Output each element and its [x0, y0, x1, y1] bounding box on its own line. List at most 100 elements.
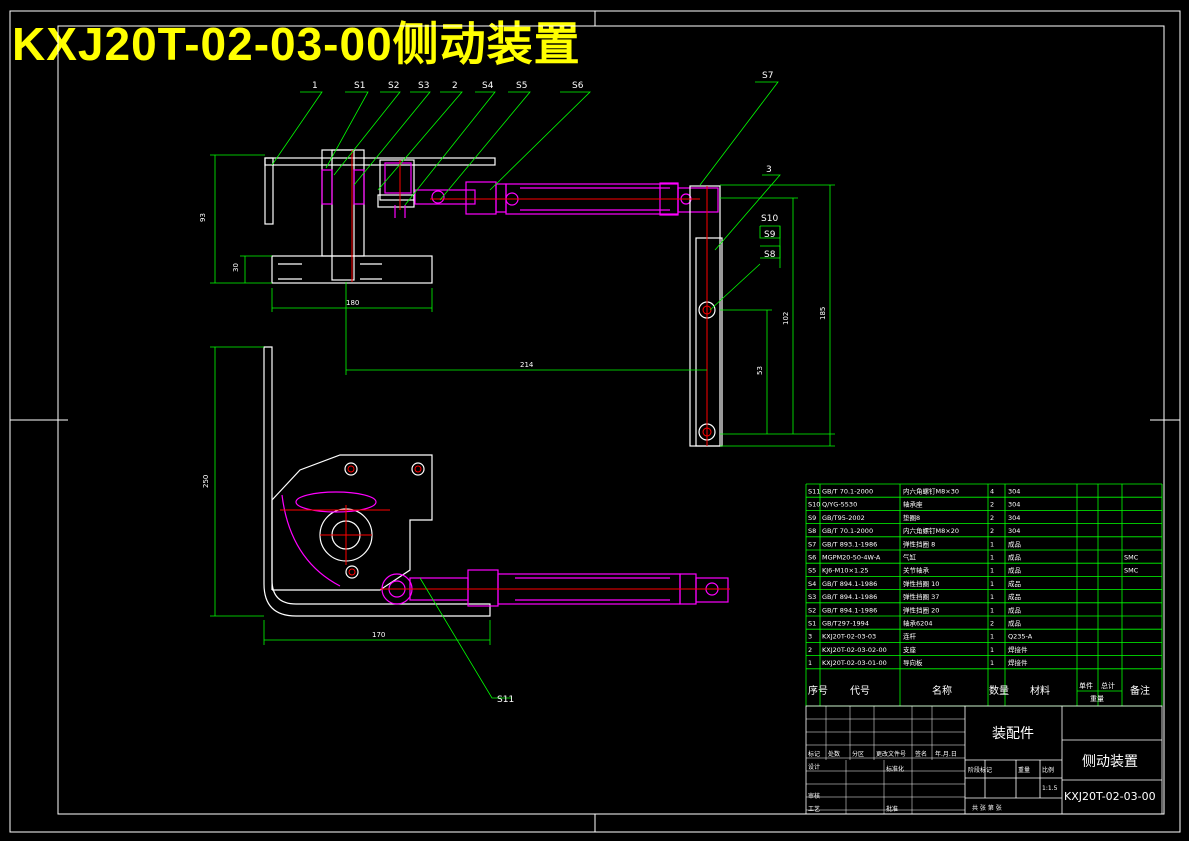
bom-cell-name: 内六角螺钉M8×30 [903, 487, 959, 496]
bom-cell-name: 支座 [903, 645, 917, 654]
bom-header-material: 材料 [1030, 684, 1050, 697]
bom-cell-name: 垫圈8 [903, 513, 920, 522]
tb-weight: 重量 [1018, 766, 1030, 774]
bom-cell-qty: 1 [990, 567, 994, 575]
bom-cell-no: 3 [808, 633, 812, 641]
bom-cell-qty: 2 [990, 527, 994, 535]
tb-row-count: 处数 [828, 750, 840, 758]
balloon-3: 3 [766, 165, 772, 175]
dim-base-height: 30 [232, 263, 240, 272]
tb-design: 设计 [808, 763, 820, 771]
bom-cell-no: S1 [808, 620, 816, 628]
bom-cell-qty: 1 [990, 593, 994, 601]
tb-row-change: 更改文件号 [876, 750, 906, 758]
bom-cell-name: 弹性挡圈 37 [903, 592, 939, 601]
bom-cell-qty: 1 [990, 606, 994, 614]
bom-cell-code: GB/T 893.1-1986 [822, 540, 877, 548]
bom-cell-qty: 2 [990, 514, 994, 522]
balloon-2: 2 [452, 81, 458, 91]
bom-header-unit: 单件 [1079, 681, 1093, 690]
bom-cell-qty: 2 [990, 501, 994, 509]
bom-cell-qty: 1 [990, 633, 994, 641]
bom-header-name: 名称 [932, 684, 952, 697]
tb-process: 工艺 [808, 805, 820, 813]
bom-cell-no: S9 [808, 514, 816, 522]
bom-header-no: 序号 [808, 684, 828, 697]
dim-right-mid: 102 [782, 312, 790, 325]
bom-cell-code: GB/T 70.1-2000 [822, 527, 873, 535]
drawing-title: KXJ20T-02-03-00侧动装置 [12, 18, 581, 70]
bom-cell-name: 弹性挡圈 8 [903, 539, 935, 548]
bom-cell-code: GB/T297-1994 [822, 620, 869, 628]
bom-cell-name: 弹性挡圈 20 [903, 605, 939, 614]
dim-bottom-width: 170 [372, 631, 385, 639]
bom-cell-material: 304 [1008, 501, 1020, 509]
bom-cell-name: 内六角螺钉M8×20 [903, 526, 959, 535]
bom-cell-material: 成品 [1008, 605, 1021, 614]
tb-scale: 1:1.5 [1042, 785, 1058, 792]
bom-cell-material: 焊接件 [1008, 645, 1028, 654]
bom-cell-qty: 1 [990, 646, 994, 654]
bom-cell-name: 轴承6204 [903, 619, 933, 628]
bom-cell-code: Q/YG-5530 [822, 501, 857, 509]
tb-stage: 阶段标记 [968, 766, 992, 774]
bom-cell-no: 2 [808, 646, 812, 654]
tb-row-date: 年.月.日 [935, 750, 957, 758]
balloon-1: 1 [312, 81, 318, 91]
bom-cell-code: GB/T95-2002 [822, 514, 865, 522]
bom-cell-code: KXJ20T-02-03-02-00 [822, 646, 887, 654]
bom-cell-qty: 1 [990, 554, 994, 562]
bom-cell-qty: 2 [990, 620, 994, 628]
bom-header-weight: 重量 [1090, 695, 1104, 703]
bom-cell-code: KXJ20T-02-03-03 [822, 633, 876, 641]
bom-cell-material: Q235-A [1008, 633, 1033, 641]
balloon-s8: S8 [764, 250, 776, 260]
tb-ratio: 比例 [1042, 766, 1054, 774]
bom-header-qty: 数量 [989, 684, 1009, 697]
bom-cell-code: GB/T 70.1-2000 [822, 488, 873, 496]
tb-check: 审核 [808, 792, 820, 800]
bom-cell-material: 成品 [1008, 539, 1021, 548]
bom-cell-qty: 1 [990, 580, 994, 588]
tb-type-label: 装配件 [992, 726, 1034, 742]
bom-cell-code: GB/T 894.1-1986 [822, 580, 877, 588]
bom-cell-material: 成品 [1008, 566, 1021, 575]
bom-cell-note: SMC [1124, 554, 1139, 562]
balloon-s9: S9 [764, 230, 776, 240]
dimension-lines [210, 81, 835, 699]
tb-row-mark: 标记 [808, 750, 820, 758]
tb-sheets: 共 张 第 张 [972, 804, 1002, 812]
bom-cell-no: S3 [808, 593, 816, 601]
dim-right-upper: 185 [819, 307, 827, 320]
dim-right-lower: 53 [756, 366, 764, 375]
bottom-view [263, 346, 730, 617]
balloon-s6: S6 [572, 81, 584, 91]
tb-approve: 批准 [886, 805, 898, 813]
bom-cell-no: S8 [808, 527, 816, 535]
bom-cell-material: 304 [1008, 488, 1020, 496]
balloon-s5: S5 [516, 81, 527, 91]
bom-cell-material: 成品 [1008, 553, 1021, 562]
balloon-s3: S3 [418, 81, 429, 91]
dim-left-height: 93 [199, 213, 207, 222]
bom-cell-no: S10 [808, 501, 820, 509]
bom-cell-no: 1 [808, 659, 812, 667]
bom-cell-material: 304 [1008, 527, 1020, 535]
bom-cell-name: 关节轴承 [903, 566, 930, 575]
balloon-s2: S2 [388, 81, 399, 91]
dimension-values: 93 30 180 214 185 102 53 250 170 [199, 213, 827, 639]
bom-cell-code: KXJ20T-02-03-01-00 [822, 659, 887, 667]
top-view [264, 149, 723, 447]
title-block: 装配件 侧动装置 KXJ20T-02-03-00 1:1.5 标记 处数 分区 … [805, 705, 1163, 815]
balloon-s11: S11 [497, 695, 514, 705]
bom-cell-name: 导向板 [903, 658, 923, 667]
balloon-s7: S7 [762, 71, 773, 81]
balloon-s4: S4 [482, 81, 494, 91]
bom-cell-material: 成品 [1008, 579, 1021, 588]
bom-cell-code: MGPM20-50-4W-A [822, 554, 881, 562]
dim-bottom-height: 250 [202, 475, 210, 488]
bom-cell-name: 轴承座 [903, 500, 923, 509]
dim-base-width: 180 [346, 299, 359, 307]
bom-header: 序号 代号 名称 数量 材料 单件 总计 重量 备注 [808, 681, 1150, 703]
